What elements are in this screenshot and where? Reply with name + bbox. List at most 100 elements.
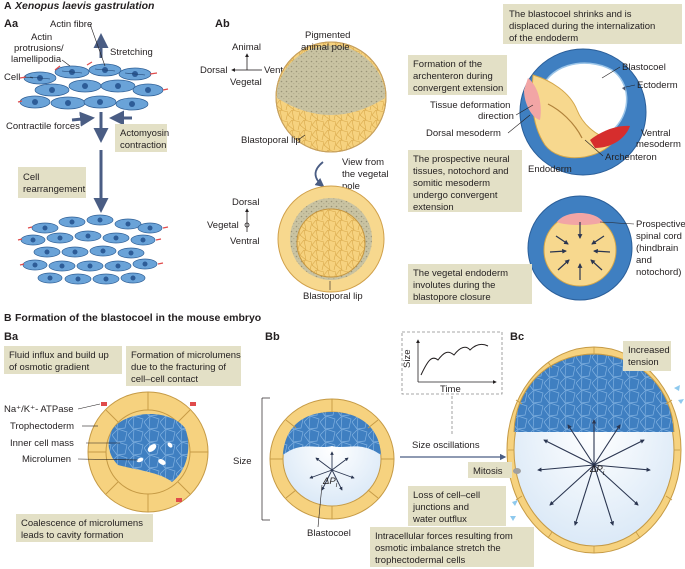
- label-view-1: View from: [342, 157, 384, 168]
- axis-compass-bottom: [244, 208, 250, 232]
- contractile-arrow-left: [71, 111, 95, 127]
- microlumens-box: [126, 346, 241, 386]
- label-dorsal: Dorsal: [200, 65, 227, 76]
- rearrangement-2: rearrangement: [23, 184, 86, 195]
- increased-tension-box: [623, 341, 671, 371]
- vegetal-endo-3: blastopore closure: [413, 292, 491, 303]
- spinal-2: spinal cord: [636, 231, 682, 242]
- ventral-mesoderm-2: mesoderm: [636, 139, 681, 150]
- shrink-1: The blastocoel shrinks and is: [509, 9, 632, 20]
- label-icm: Inner cell mass: [10, 438, 74, 449]
- embryo-lateral-view: [275, 41, 387, 153]
- shrink-3: of the endoderm: [509, 33, 578, 44]
- embryo-vegetal-view: [277, 185, 385, 293]
- label-size: Size: [233, 456, 251, 467]
- label-endoderm: Endoderm: [528, 164, 572, 175]
- neural-5: extension: [413, 202, 454, 213]
- spinal-1: Prospective: [636, 219, 685, 230]
- label-contractile-forces: Contractile forces: [6, 121, 80, 132]
- panel-label-aa: Aa: [4, 18, 19, 30]
- archenteron-formation-box: [408, 55, 507, 95]
- intracell-3: trophectodermal cells: [375, 555, 466, 566]
- label-atpase: Na⁺/K⁺- ATPase: [4, 404, 74, 415]
- section-a-title: Xenopus laevis gastrulation: [14, 0, 154, 12]
- label-archenteron: Archenteron: [605, 152, 657, 163]
- panel-label-ab: Ab: [215, 18, 230, 30]
- label-ventral: Ventral: [264, 65, 294, 76]
- label-blastocoel-a: Blastocoel: [622, 62, 666, 73]
- cell-sheet-top: [17, 61, 169, 111]
- vegetal-endo-2: involutes during the: [413, 280, 495, 291]
- archenteron-box-2: archenteron during: [413, 71, 493, 82]
- increased-2: tension: [628, 357, 659, 368]
- intracellular-forces-box: [370, 527, 534, 567]
- loss-2: junctions and: [412, 502, 469, 513]
- tissue-def-2: direction: [478, 111, 514, 122]
- label-vegetal-2: Vegetal: [207, 220, 239, 231]
- spinal-4: and: [636, 255, 652, 266]
- label-actin-1: Actin: [31, 32, 52, 43]
- loss-junctions-box: [408, 486, 506, 526]
- microlumens-1: Formation of microlumens: [131, 350, 241, 361]
- vegetal-endo-1: The vegetal endoderm: [413, 268, 508, 279]
- size-time-graph: [401, 331, 503, 395]
- loss-1: Loss of cell–cell: [413, 490, 480, 501]
- neural-3: somitic mesoderm: [413, 178, 490, 189]
- ventral-mesoderm-1: Ventral: [641, 128, 671, 139]
- label-microlumen: Microlumen: [22, 454, 71, 465]
- label-cell: Cell: [4, 72, 20, 83]
- spinal-3: (hindbrain: [636, 243, 678, 254]
- microlumens-2: due to the fracturing of: [131, 362, 226, 373]
- mid-blastocyst: [269, 398, 395, 520]
- shrink-2: displaced during the internalization: [509, 21, 655, 32]
- early-blastocyst: [87, 391, 209, 513]
- label-blastoporal-lip: Blastoporal lip: [241, 135, 301, 146]
- gastrula-vegetal-bottom: [527, 195, 633, 301]
- microlumens-3: cell–cell contact: [131, 374, 198, 385]
- blastocoel-shrinks-box: [503, 4, 682, 44]
- label-ectoderm: Ectoderm: [637, 80, 678, 91]
- label-stretching: Stretching: [110, 47, 153, 58]
- label-size-oscillations: Size oscillations: [412, 440, 480, 451]
- label-actin-fibre: Actin fibre: [50, 19, 92, 30]
- actomyosin-box: [115, 124, 167, 152]
- view-arrow: [314, 161, 325, 188]
- section-b-title: Formation of the blastocoel in the mouse…: [15, 312, 261, 324]
- label-blastoporal-lip-2: Blastoporal lip: [303, 291, 363, 302]
- label-mitosis: Mitosis: [473, 466, 503, 477]
- coalescence-1: Coalescence of microlumens: [21, 518, 143, 529]
- axis-compass-top: [231, 53, 262, 72]
- fluid-influx-box: [4, 346, 122, 374]
- panel-label-bb: Bb: [265, 331, 280, 343]
- label-actin-2: protrusions/: [14, 43, 64, 54]
- rearrangement-box: [18, 167, 86, 198]
- rearrangement-1: Cell: [23, 172, 39, 183]
- fluid-1: Fluid influx and build up: [9, 350, 109, 361]
- fluid-2: of osmotic gradient: [9, 362, 90, 373]
- vegetal-endoderm-box: [408, 264, 532, 304]
- section-a-letter: A: [4, 0, 12, 12]
- cell-sheet-bottom: [17, 214, 169, 285]
- neural-2: tissues, notochord and: [413, 166, 509, 177]
- graph-x-label: Time: [440, 384, 461, 395]
- label-dorsal-mesoderm: Dorsal mesoderm: [426, 128, 501, 139]
- neural-tissue-box: [408, 150, 522, 212]
- intracell-1: Intracellular forces resulting from: [375, 531, 513, 542]
- bc-delta-p: ΔPi: [589, 464, 605, 477]
- label-blastocoel-b: Blastocoel: [307, 528, 351, 539]
- label-trophectoderm: Trophectoderm: [10, 421, 74, 432]
- section-b-letter: B: [4, 312, 12, 324]
- panel-label-bc: Bc: [510, 331, 524, 343]
- graph-y-label: Size: [402, 350, 413, 368]
- mitosis-box: [468, 462, 512, 478]
- spinal-5: notochord): [636, 267, 681, 278]
- label-vegetal: Vegetal: [230, 77, 262, 88]
- label-view-3: pole: [342, 181, 360, 192]
- label-pigmented-1: Pigmented: [305, 30, 350, 41]
- archenteron-box-3: convergent extension: [413, 83, 503, 94]
- tissue-def-1: Tissue deformation: [430, 100, 510, 111]
- archenteron-box-1: Formation of the: [413, 59, 482, 70]
- coalescence-box: [16, 514, 153, 542]
- coalescence-2: leads to cavity formation: [21, 530, 123, 541]
